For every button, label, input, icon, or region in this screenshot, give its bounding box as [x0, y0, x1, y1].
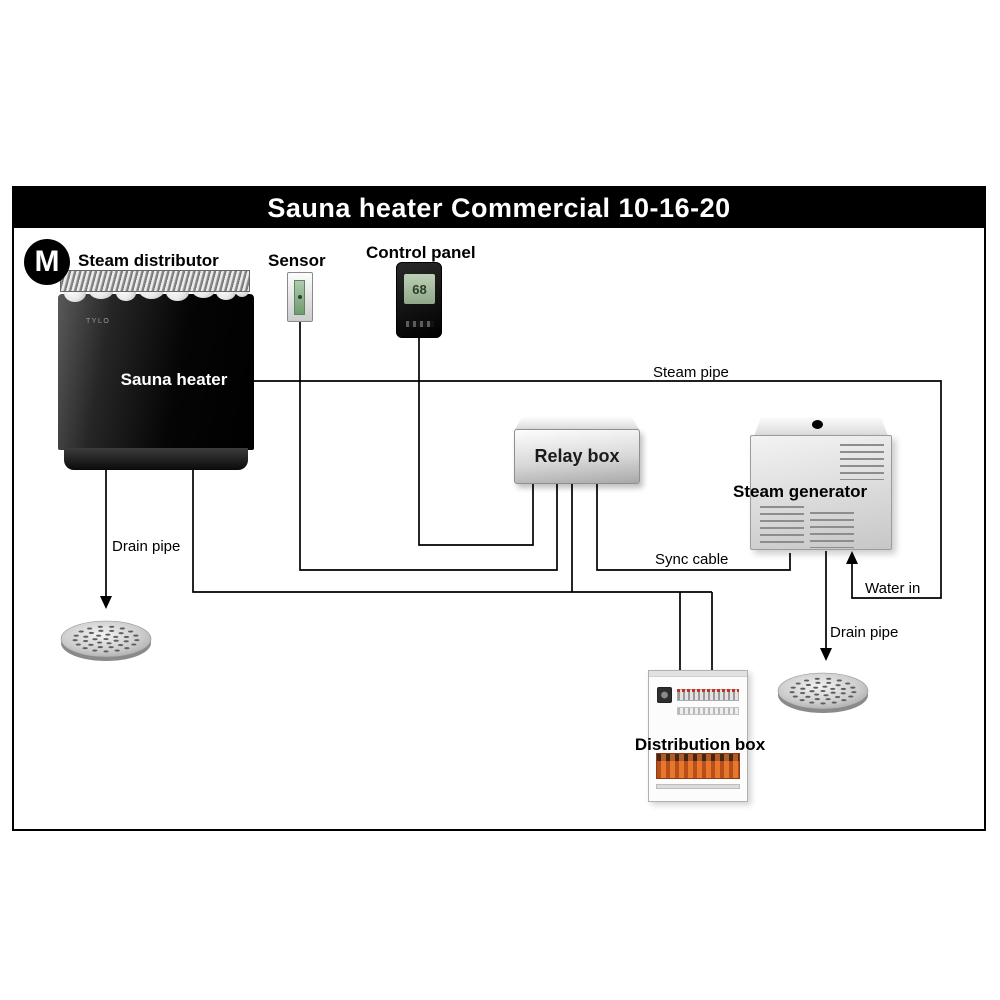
title-bar: Sauna heater Commercial 10-16-20: [14, 188, 984, 228]
relay-box-label: Relay box: [534, 446, 620, 466]
steam-distributor-label: Steam distributor: [78, 251, 219, 270]
control-panel-device: 68: [396, 262, 442, 338]
generator-vents: [760, 506, 804, 544]
page-title: Sauna heater Commercial 10-16-20: [267, 192, 731, 223]
heater-base: [64, 448, 248, 470]
generator-knob: [812, 420, 823, 429]
distribution-box-label: Distribution box: [634, 735, 766, 754]
relay-box: Relay box: [514, 416, 640, 484]
generator-vents: [840, 444, 884, 480]
sauna-heater-label: Sauna heater: [120, 370, 228, 389]
breaker-row: [656, 753, 740, 779]
heater-brand-text: TYLO: [86, 318, 111, 325]
steam-generator-label: Steam generator: [733, 482, 868, 501]
din-rail: [656, 784, 740, 789]
steam-pipe-label: Steam pipe: [653, 364, 729, 381]
drain-disc-right: [777, 672, 869, 713]
generator-vents: [810, 512, 854, 548]
terminal-strip: [677, 707, 739, 715]
water-in-label: Water in: [865, 580, 921, 597]
relay-box-front: Relay box: [514, 429, 640, 484]
heater-body: [58, 294, 254, 450]
drain-pipe-right-label: Drain pipe: [830, 624, 899, 641]
control-panel-label: Control panel: [366, 243, 476, 262]
sensor-device: [287, 272, 313, 322]
drain-pipe-left-label: Drain pipe: [112, 538, 181, 555]
steam-distributor-grill: [60, 270, 250, 292]
sensor-label: Sensor: [268, 251, 326, 270]
control-panel-screen: 68: [404, 274, 435, 304]
sensor-dot: [298, 295, 302, 299]
breaker-caps: [657, 754, 739, 761]
distribution-box: [648, 670, 748, 802]
distribution-meter: [657, 687, 672, 703]
sync-cable-label: Sync cable: [655, 551, 729, 568]
control-panel-buttons: [406, 321, 434, 327]
sauna-heater: TYLO Sauna heater: [58, 270, 254, 470]
m-badge: M: [24, 239, 70, 285]
drain-disc-left: [60, 620, 152, 661]
terminal-red-markers: [677, 689, 739, 692]
distribution-box-top: [649, 671, 747, 677]
